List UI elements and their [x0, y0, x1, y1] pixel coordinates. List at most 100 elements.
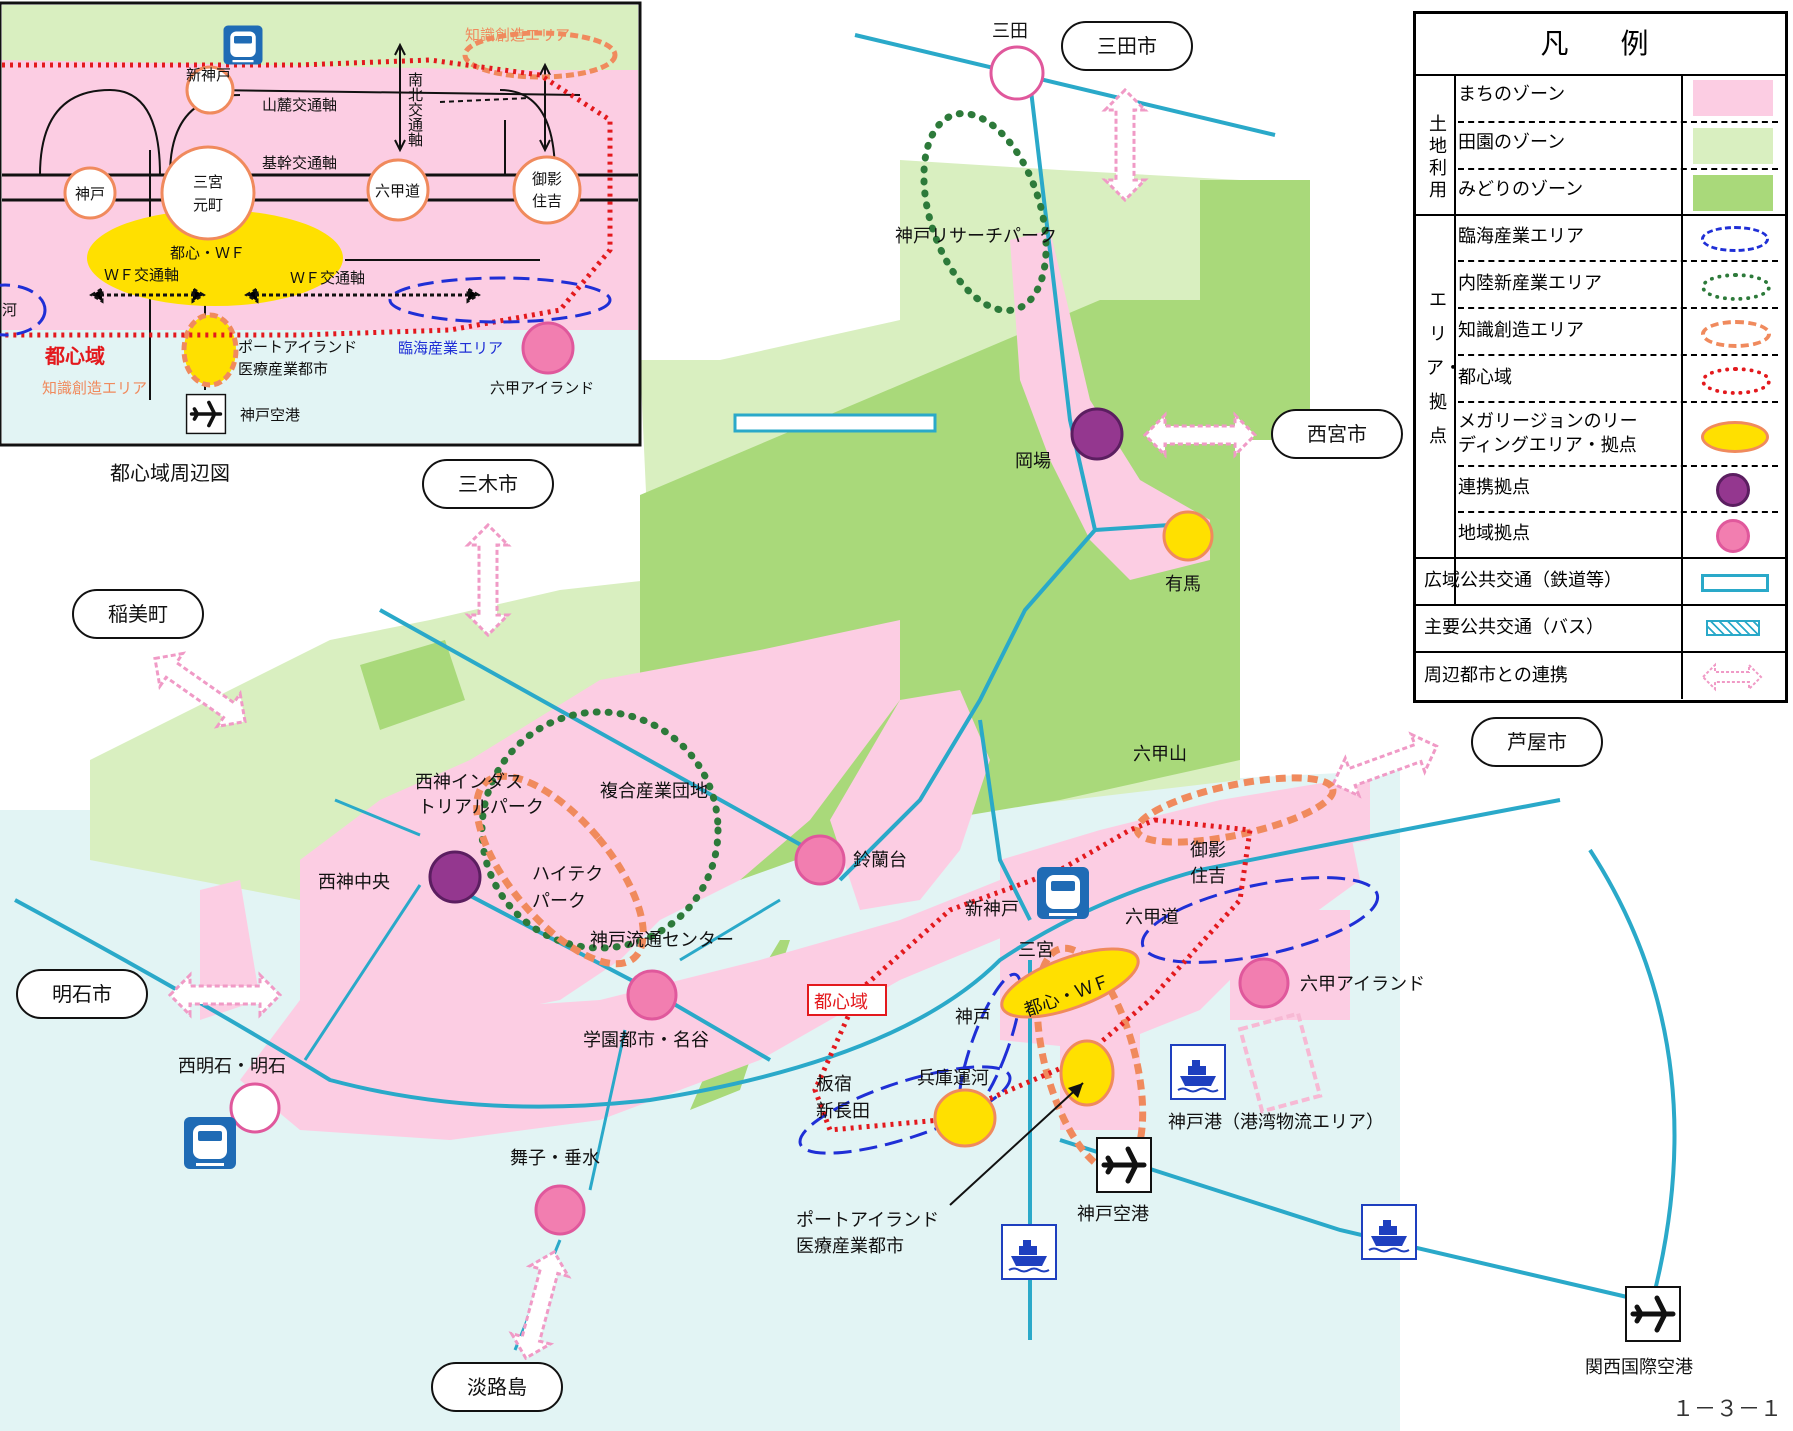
label-kobe-airport: 神戸空港: [1077, 1204, 1149, 1225]
inland-industry-research-park: [920, 110, 1050, 314]
legend-inland-industry: 内陸新産業エリア: [1458, 273, 1602, 294]
label-nishi-akashi: 西明石・明石: [178, 1056, 286, 1077]
city-awaji: 淡路島: [467, 1375, 527, 1399]
megaregion-toshin-wf: [1000, 947, 1140, 1019]
inset-label-knowledge-top: 知識創造エリア: [465, 26, 570, 44]
city-inami: 稲美町: [108, 602, 168, 626]
label-hitech-2: パーク: [532, 891, 586, 912]
inset-label-knowledge-bottom: 知識創造エリア: [42, 379, 147, 397]
legend-bus: 主要公共交通（バス）: [1424, 617, 1604, 638]
legend-panel: 凡 例 土地利用 エリア・拠点 まちのゾーン 田園のゾーン みどりのゾーン 臨海…: [1413, 11, 1788, 703]
inset-label-hyogo-partial: 河: [2, 301, 17, 319]
label-mikage: 御影: [1190, 840, 1226, 861]
knowledge-area-mikage: [1133, 774, 1337, 846]
link-sanda-arrow: [1103, 88, 1147, 202]
hub-okaba: [1070, 407, 1124, 461]
city-pill-nishinomiya: 西宮市: [1271, 409, 1403, 459]
label-shin-nagata: 新長田: [816, 1101, 870, 1122]
label-kansai-airport: 関西国際空港: [1585, 1357, 1693, 1378]
label-hitech-1: ハイテク: [532, 864, 603, 885]
label-maiko-tarumi: 舞子・垂水: [510, 1148, 600, 1169]
label-port-island-1: ポートアイランド: [796, 1210, 939, 1231]
inset-label-sanroku: 山麓交通軸: [262, 96, 337, 114]
inset-coastal: [388, 276, 612, 324]
train-icon-nishi-akashi: [184, 1117, 236, 1169]
inset-label-nanboku: 南北交通軸: [406, 72, 424, 147]
inset-label-wf2: ＷＦ交通軸: [290, 269, 365, 287]
city-pill-miki: 三木市: [422, 459, 554, 509]
label-suzurandai: 鈴蘭台: [853, 850, 907, 871]
coastal-industry-hyogo: [798, 1065, 1012, 1155]
label-fukugo: 複合産業団地: [600, 781, 708, 802]
inset-label-rokko-island: 六甲アイランド: [490, 379, 594, 397]
legend-neighbor-link: 周辺都市との連携: [1424, 665, 1568, 686]
label-rokkomichi: 六甲道: [1125, 907, 1179, 928]
future-rokko-extension: [1237, 1011, 1323, 1114]
ship-icon-port-1: [1001, 1224, 1057, 1280]
label-seishin-industrial-2: トリアルパーク: [418, 797, 544, 818]
label-port-island-2: 医療産業都市: [796, 1236, 904, 1257]
legend-coastal-industry: 臨海産業エリア: [1458, 226, 1584, 247]
legend-megaregion-1: メガリージョンのリー: [1458, 411, 1638, 432]
label-sumiyoshi: 住吉: [1190, 866, 1226, 887]
legend-rural-zone: 田園のゾーン: [1458, 132, 1566, 153]
inset-label-kobe: 神戸: [75, 185, 105, 203]
legend-town-zone: まちのゾーン: [1458, 84, 1566, 105]
label-okaba: 岡場: [1015, 451, 1051, 472]
legend-cooperation-hub: 連携拠点: [1458, 477, 1530, 498]
megaregion-arima: [1162, 510, 1214, 562]
green-zone-north: [1200, 180, 1310, 440]
link-miki-arrow: [466, 523, 510, 637]
inset-label-wf1: ＷＦ交通軸: [104, 266, 179, 284]
label-arima: 有馬: [1165, 574, 1201, 595]
label-urban-core-tag: 都心域: [814, 992, 868, 1013]
legend-regional-hub: 地域拠点: [1458, 523, 1530, 544]
label-ryutsu-center: 神戸流通センター: [590, 930, 734, 951]
inset-label-urban-core: 都心域: [44, 344, 105, 368]
plane-icon-kansai-airport: [1626, 1287, 1680, 1341]
hub-suzurandai: [794, 834, 846, 886]
town-zone-suzurandai: [830, 690, 990, 910]
inset-label-airport: 神戸空港: [240, 406, 300, 424]
inset-label-rokkomichi: 六甲道: [375, 182, 420, 200]
megaregion-hyogo-unga: [933, 1088, 997, 1148]
city-nishinomiya: 西宮市: [1307, 422, 1367, 446]
town-zone-north: [1010, 230, 1210, 580]
legend-urban-core: 都心域: [1458, 367, 1512, 388]
inset-port-island: [181, 312, 239, 388]
inset-map: 新神戸 神戸 三宮 元町 六甲道 御影 住吉 山麓交通軸 基幹交通軸 南北交通軸…: [0, 1, 642, 447]
train-icon-shinkobe: [1037, 867, 1089, 919]
inset-label-coastal: 臨海産業エリア: [398, 339, 503, 357]
hub-maiko-tarumi: [534, 1184, 586, 1236]
legend-group-land-label: 土地利用: [1429, 114, 1447, 201]
label-hyogo-unga: 兵庫運河: [917, 1068, 989, 1089]
city-pill-inami: 稲美町: [72, 589, 204, 639]
urban-core-tag-box: [807, 984, 887, 1016]
inset-label-port-island-1: ポートアイランド: [238, 338, 357, 356]
inset-core-wf: [87, 210, 343, 306]
green-zone-west: [360, 640, 465, 730]
hub-nishi-akashi: [229, 1082, 281, 1134]
inset-urban-core: [2, 57, 613, 338]
legend-knowledge-area: 知識創造エリア: [1458, 320, 1584, 341]
rail-lines: [14, 33, 1677, 1340]
inset-label-port-island-2: 医療産業都市: [238, 360, 328, 378]
inset-label-core: 都心・ＷＦ: [170, 244, 245, 262]
ship-icon-port-2: [1361, 1204, 1417, 1260]
city-pill-sanda: 三田市: [1061, 21, 1193, 71]
coastal-industry-rokko: [1140, 876, 1380, 964]
label-gakuen-toshi: 学園都市・名谷: [583, 1030, 709, 1051]
hub-rokko-island: [1238, 957, 1290, 1009]
inset-label-sumiyoshi: 住吉: [532, 192, 562, 210]
inset-knowledge-top: [462, 30, 618, 80]
city-sanda: 三田市: [1097, 34, 1157, 58]
city-pill-akashi: 明石市: [16, 969, 148, 1019]
legend-group-area-label: エリア・拠点: [1426, 290, 1462, 447]
legend-green-zone: みどりのゾーン: [1458, 179, 1584, 200]
city-miki: 三木市: [458, 472, 518, 496]
inset-label-mikage: 御影: [532, 170, 562, 188]
page-number: １－３－１: [1672, 1397, 1783, 1422]
label-sanda: 三田: [992, 21, 1028, 42]
inset-label-motomachi: 元町: [193, 196, 223, 214]
